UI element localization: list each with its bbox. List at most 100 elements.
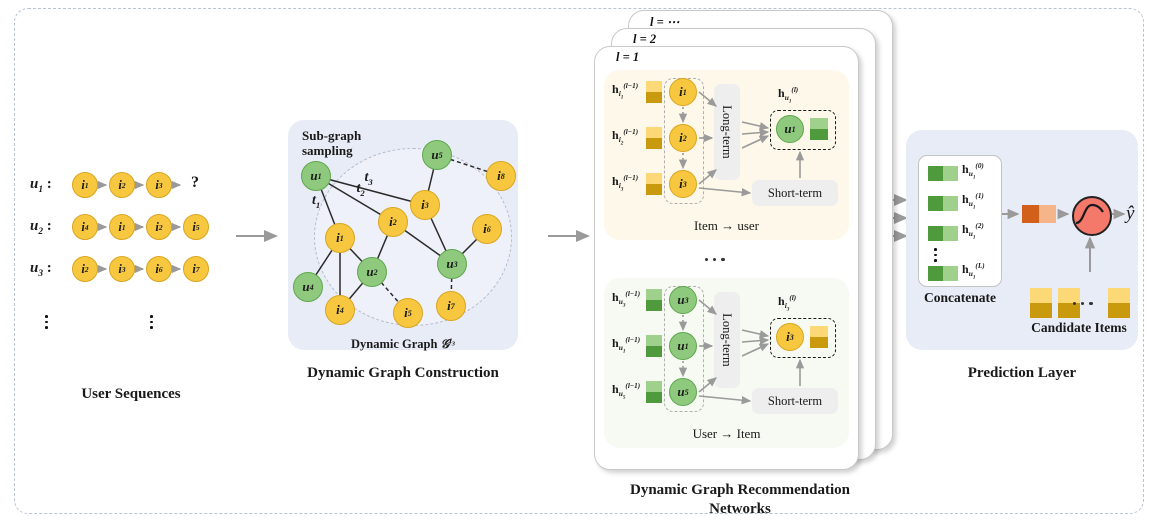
item-to-user-input-label-2: hi3(l−1)	[612, 174, 639, 193]
user-to-item-output-label: hi3(l)	[778, 294, 797, 313]
graph-edge-label: t2	[356, 181, 365, 198]
concat-label-0: hu1(0)	[962, 162, 984, 181]
item-to-user-output-box	[770, 110, 836, 150]
prediction-layer-caption: Prediction Layer	[967, 365, 1077, 381]
graph-edge-label: t3	[364, 169, 373, 187]
figure-outer-border	[14, 8, 1144, 514]
user-sequences-vertical-dots-left	[45, 315, 48, 329]
concatenate-vertical-dots	[934, 248, 937, 262]
graph-symbol-sup-sub: 3	[451, 340, 455, 348]
sampling-label-line2: sampling	[302, 143, 353, 158]
graph-edge-label: t1	[312, 193, 321, 210]
fused-embedding-swatch	[1022, 205, 1056, 223]
item-to-user-input-swatch-1	[646, 127, 662, 149]
concat-swatch-1	[928, 196, 958, 211]
user-to-item-input-label-2: hu5(l−1)	[612, 382, 641, 401]
candidate-item-swatch-1[interactable]	[1058, 288, 1080, 318]
concat-swatch-0	[928, 166, 958, 181]
dynamic-graph-text: Dynamic Graph	[350, 337, 438, 352]
item-to-user-short-term-box: Short-term	[752, 180, 838, 206]
module-user-to-item-caption: User → Item	[692, 426, 761, 441]
rec-caption-line2: Networks	[709, 501, 771, 517]
graph-edge	[315, 175, 426, 206]
user-to-item-input-swatch-1	[646, 335, 662, 357]
user-to-item-input-swatch-0	[646, 289, 662, 311]
sequence-user-label: u1 :	[30, 176, 52, 195]
concatenate-label: Concatenate	[924, 290, 996, 305]
sequence-user-label: u2 :	[30, 218, 52, 237]
candidate-item-swatch-2[interactable]	[1108, 288, 1130, 318]
item-to-user-input-swatch-2	[646, 173, 662, 195]
user-to-item-input-swatch-2	[646, 381, 662, 403]
item-to-user-long-term-box	[714, 84, 740, 180]
recommendation-networks-caption: Dynamic Graph Recommendation Networks	[560, 481, 920, 519]
user-to-item-input-label-0: hu3(l−1)	[612, 290, 641, 309]
concat-label-1: hu1(1)	[962, 192, 984, 211]
user-to-item-long-term-box	[714, 292, 740, 388]
concat-swatch-2	[928, 226, 958, 241]
graph-construction-caption: Dynamic Graph Construction	[307, 365, 499, 381]
rec-caption-line1: Dynamic Graph Recommendation	[630, 482, 850, 498]
user-sequences-caption: User Sequences	[81, 386, 181, 402]
item-to-user-output-label: hu1(l)	[778, 86, 799, 105]
user-to-item-output-swatch	[810, 326, 828, 348]
concat-label-3: hu1(L)	[962, 262, 985, 281]
concat-swatch-3	[928, 266, 958, 281]
sigmoid-icon	[1072, 196, 1112, 236]
item-to-user-input-swatch-0	[646, 81, 662, 103]
candidate-item-swatch-0[interactable]	[1030, 288, 1052, 318]
candidate-items-dots	[1073, 302, 1093, 306]
layer-label-1: l = 1	[616, 50, 640, 64]
subgraph-sampling-label: Sub-graph sampling	[302, 128, 361, 158]
dynamic-graph-label: Dynamic Graph 𝒢t3	[288, 336, 518, 352]
user-to-item-short-term-label: Short-term	[767, 393, 823, 408]
prediction-output-label: ŷ	[1126, 203, 1135, 224]
item-to-user-input-label-1: hi2(l−1)	[612, 128, 639, 147]
layer-label-3: l = ⋯	[650, 15, 680, 29]
user-to-item-input-label-1: hu1(l−1)	[612, 336, 641, 355]
layer-label-2: l = 2	[633, 32, 657, 46]
item-to-user-short-term-label: Short-term	[767, 185, 823, 200]
sequence-user-label: u3 :	[30, 260, 52, 279]
modules-separator-dots	[705, 258, 725, 262]
sampling-label-line1: Sub-graph	[302, 128, 362, 143]
user-sequences-vertical-dots-right	[150, 315, 153, 329]
graph-symbol-sup: t	[449, 336, 452, 345]
